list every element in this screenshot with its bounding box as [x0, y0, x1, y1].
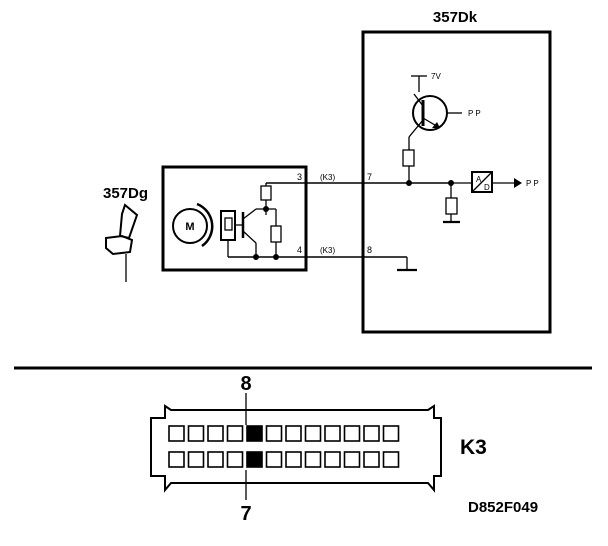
connector-pin [207, 425, 224, 442]
connector-pin [265, 451, 283, 468]
sensor-element [220, 208, 276, 257]
resistor-pulldown [445, 197, 458, 215]
motor-label: M [185, 221, 194, 233]
wire-connector-tag: (K3) [320, 173, 335, 182]
connector-row-bottom [168, 451, 400, 468]
adc-symbol [471, 171, 493, 193]
connector-pin-top-label: 8 [240, 373, 251, 395]
connector-name-label: K3 [460, 436, 487, 459]
connector-pin-highlighted [246, 451, 263, 468]
connector-pin [187, 451, 205, 468]
connector-row-top [168, 425, 400, 442]
connector-pin [324, 425, 341, 442]
connector-pin [226, 451, 244, 468]
connector-pin [382, 425, 400, 442]
connector-pin [207, 451, 224, 468]
connector-pin [285, 425, 302, 442]
resistor-upper [402, 149, 415, 167]
connector-pin [363, 451, 380, 468]
connector-pin [304, 425, 322, 442]
resistor-sensor [260, 185, 272, 201]
connector-pin [187, 425, 205, 442]
resistor-load [270, 225, 282, 243]
seat-icon [105, 203, 139, 282]
connector-pin [226, 425, 244, 442]
adc-a-label: A [476, 175, 482, 184]
connector-housing [150, 404, 442, 493]
figure-id-label: D852F049 [468, 499, 538, 516]
supply-voltage-label: 7V [431, 72, 441, 81]
connector-pin [343, 425, 361, 442]
rotation-arrow [196, 202, 214, 248]
pin-number: 3 [297, 172, 302, 182]
motor-symbol [172, 208, 208, 244]
transistor-symbol [408, 75, 462, 150]
pin-number: 4 [297, 245, 302, 255]
connector-pin [363, 425, 380, 442]
adc-output-label: P P [526, 179, 539, 188]
connector-pin [304, 451, 322, 468]
control-unit-box [361, 30, 552, 334]
seat-module-label: 357Dg [103, 185, 148, 202]
output-arrow [514, 178, 522, 188]
connector-pin [285, 451, 302, 468]
wire-connector-tag: (K3) [320, 246, 335, 255]
connector-pin [265, 425, 283, 442]
pin-number: 7 [367, 172, 372, 182]
connector-pin [168, 425, 185, 442]
connector-pin-bottom-label: 7 [240, 503, 251, 525]
junction-dot [273, 254, 279, 260]
connector-pin [324, 451, 341, 468]
transistor-output-label: P P [468, 109, 481, 118]
adc-d-label: D [484, 183, 490, 192]
pin-number: 8 [367, 245, 372, 255]
connector-pin [168, 451, 185, 468]
connector-pin [343, 451, 361, 468]
connector-pin-highlighted [246, 425, 263, 442]
control-unit-label: 357Dk [433, 9, 478, 26]
seat-module-box [161, 165, 308, 272]
connector-pin [382, 451, 400, 468]
